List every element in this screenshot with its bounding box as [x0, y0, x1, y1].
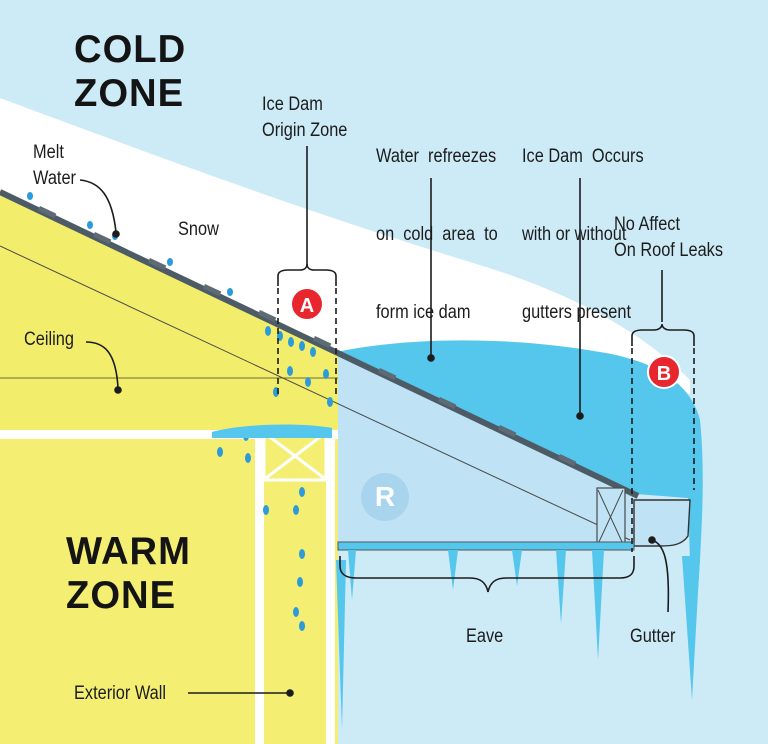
- melt-water-label: Melt Water: [33, 140, 76, 192]
- water-refreezes-line-1: Water refreezes: [376, 146, 497, 167]
- ceiling-trim: [0, 430, 338, 439]
- header-cross: [265, 432, 325, 480]
- ice-dam-origin-line-1: Ice Dam: [262, 94, 323, 115]
- warm-wall-area: [0, 432, 338, 744]
- marker-b: B: [647, 355, 681, 389]
- soffit: [337, 541, 635, 551]
- marker-a: A: [290, 287, 324, 321]
- snow-label: Snow: [178, 219, 219, 240]
- ice-dam: [336, 340, 703, 590]
- shingle-teeth: [37, 205, 577, 467]
- ceiling-label: Ceiling: [24, 329, 74, 350]
- no-affect-line-2: On Roof Leaks: [614, 240, 724, 261]
- wall-stud-right: [326, 430, 335, 744]
- origin-zone-bracket: [277, 263, 337, 286]
- melt-water-line-1: Melt: [33, 142, 64, 163]
- attic-warm-area: [0, 190, 338, 432]
- cold-zone-title: COLD ZONE: [74, 28, 186, 116]
- no-affect-bracket: [631, 323, 695, 346]
- ice-dam-occurs-line-3: gutters present: [522, 302, 632, 323]
- melt-water-dot: [112, 230, 120, 238]
- melt-water-line-2: Water: [33, 168, 76, 189]
- ceiling-leader: [85, 341, 119, 389]
- eave-bracket: [339, 556, 635, 593]
- water-refreezes-line-3: form ice dam: [376, 302, 471, 323]
- refreeze-dot: [427, 354, 435, 362]
- ice-dam-origin-line-2: Origin Zone: [262, 120, 348, 141]
- leader-lines: [79, 146, 695, 697]
- ceiling-water-pool: [212, 424, 332, 438]
- exterior-wall-dot: [286, 689, 294, 697]
- ice-dam-occurs-line-1: Ice Dam Occurs: [522, 146, 644, 167]
- no-affect-line-1: No Affect: [614, 214, 681, 235]
- warm-zone-title: WARM ZONE: [66, 530, 191, 618]
- water-refreezes-line-2: on cold area to: [376, 224, 498, 245]
- ice-dam-occurs-line-2: with or without: [522, 224, 627, 245]
- fascia-cross: [597, 489, 624, 545]
- warm-zone-line-2: ZONE: [66, 574, 177, 617]
- ice-dam-occurs-label: Ice Dam Occurs with or without gutters p…: [522, 92, 644, 378]
- cold-zone-line-1: COLD: [74, 28, 187, 71]
- wall-stud-left: [255, 430, 264, 744]
- exterior-wall-label: Exterior Wall: [74, 683, 167, 704]
- eave-label: Eave: [466, 626, 504, 647]
- ice-dam-origin-label: Ice Dam Origin Zone: [262, 92, 347, 144]
- gutter-dot: [648, 536, 656, 544]
- ceiling-dot: [114, 386, 122, 394]
- warm-zone-line-1: WARM: [66, 530, 191, 573]
- no-affect-label: No Affect On Roof Leaks: [614, 212, 723, 264]
- gutter-shape: [633, 499, 691, 547]
- cold-zone-line-2: ZONE: [74, 72, 185, 115]
- water-refreezes-label: Water refreezes on cold area to form ice…: [376, 92, 498, 378]
- rafter-line: [0, 245, 631, 541]
- ice-dam-occurs-dot: [576, 412, 584, 420]
- eave-cold-area: [338, 352, 636, 546]
- brand-logo: R: [361, 473, 409, 521]
- gutter-label: Gutter: [630, 626, 676, 647]
- melt-water-leader: [79, 179, 117, 233]
